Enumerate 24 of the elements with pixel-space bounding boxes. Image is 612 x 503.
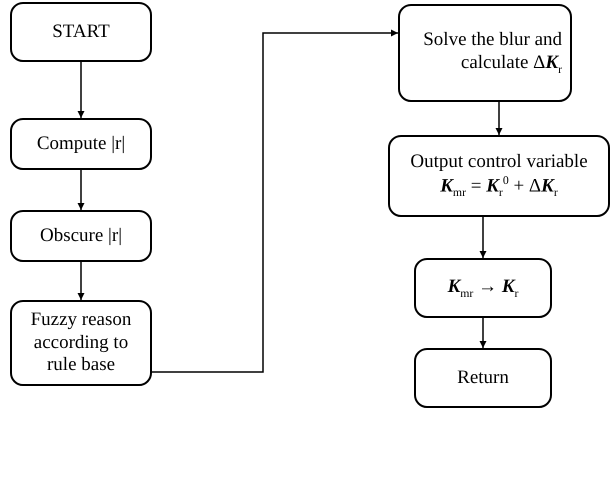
arrow [78, 62, 84, 118]
arrow [480, 318, 486, 348]
process-box [10, 118, 152, 170]
arrow [152, 30, 398, 373]
node-text: Output control variable [410, 151, 588, 174]
node-text: Compute |r| [36, 132, 126, 156]
process-box [10, 2, 152, 62]
arrow [496, 102, 502, 135]
process-box [10, 210, 152, 262]
node-text: K$_{mr}$ = K$_{r}$$^{0}$ + ΔK$_{r}$ [440, 174, 558, 201]
process-box [398, 4, 572, 102]
arrow [78, 262, 84, 300]
node-text: Obscure |r| [40, 224, 122, 248]
arrow [78, 170, 84, 210]
process-box [414, 258, 552, 318]
process-box [414, 348, 552, 408]
node-text: Solve the blur and calculate ΔK$_{r}$ [422, 29, 562, 77]
node-text: Fuzzy reason according to rule base [30, 308, 132, 378]
process-box [388, 135, 610, 217]
node-text: START [52, 20, 110, 44]
node-text: K$_{mr}$ → K$_{r}$ [448, 276, 518, 300]
process-box [10, 300, 152, 386]
arrow [480, 217, 486, 258]
node-text: Return [457, 366, 509, 390]
